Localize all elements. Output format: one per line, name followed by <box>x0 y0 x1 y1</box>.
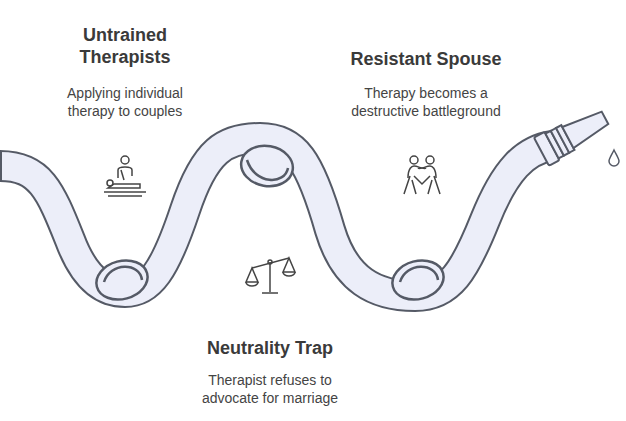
couple-icon <box>404 156 440 194</box>
knot <box>388 255 448 305</box>
hose-fill <box>0 138 552 296</box>
therapist-icon <box>104 156 146 196</box>
heading: Resistant Spouse <box>316 48 536 70</box>
description: Therapy becomes a destructive battlegrou… <box>336 84 516 120</box>
knot-loop <box>247 160 288 180</box>
hose <box>0 138 552 296</box>
knot-loop <box>400 267 438 282</box>
hose-outline <box>0 138 552 296</box>
hose-end <box>0 151 2 181</box>
knots <box>92 142 448 305</box>
description: Therapist refuses to advocate for marria… <box>185 371 355 407</box>
knot-loop <box>104 267 142 282</box>
heading: Untrained Therapists <box>65 24 185 68</box>
description: Applying individual therapy to couples <box>45 84 205 120</box>
scales-icon <box>246 258 295 293</box>
nozzle <box>534 104 613 166</box>
heading: Neutrality Trap <box>160 337 380 359</box>
knot <box>92 255 152 305</box>
nozzle-tip <box>562 107 610 148</box>
knot <box>238 142 296 190</box>
water-drop <box>609 150 619 166</box>
